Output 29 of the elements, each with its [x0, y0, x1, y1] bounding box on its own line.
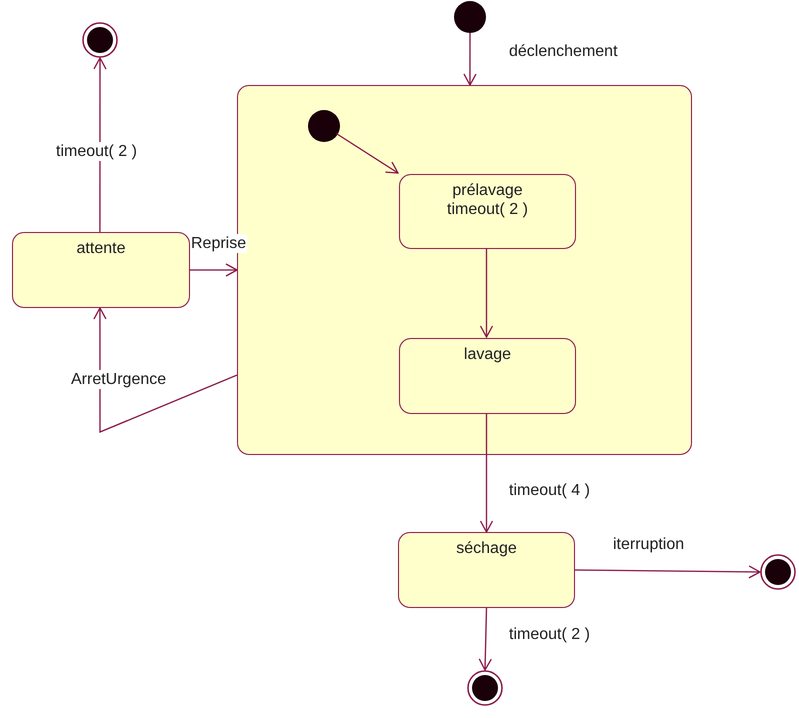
- transition-arrow: [480, 248, 494, 338]
- state-label: séchage: [455, 539, 518, 558]
- transition-arrow: [190, 263, 238, 277]
- transition-arrow: [463, 33, 477, 86]
- state-label: lavage: [462, 345, 512, 364]
- state-box: [398, 532, 575, 608]
- edge-label: iterruption: [612, 535, 686, 554]
- initial-state-dot: [454, 1, 486, 33]
- edge-label: timeout( 4 ): [508, 481, 591, 500]
- state-label: timeout( 2 ): [446, 200, 529, 219]
- transition-arrow: [480, 413, 494, 533]
- edge-label: timeout( 2 ): [508, 625, 591, 644]
- state-box: [12, 232, 190, 308]
- transition-arrow: [478, 608, 492, 671]
- edge-label: timeout( 2 ): [55, 142, 138, 161]
- final-state-circle: [760, 554, 796, 590]
- state-label: attente: [76, 239, 126, 258]
- final-state-circle: [82, 22, 118, 58]
- state-box: [399, 338, 576, 414]
- initial-state-dot: [308, 110, 340, 142]
- transition-arrow: [93, 57, 107, 232]
- transition-arrow: [336, 133, 399, 174]
- transition-arrow: [575, 565, 761, 579]
- state-box: [399, 174, 576, 249]
- state-label: prélavage: [451, 181, 524, 200]
- edge-label: ArretUrgence: [70, 370, 168, 389]
- final-state-circle: [467, 670, 503, 706]
- edge-label: Reprise: [190, 234, 248, 253]
- transition-arrow: [93, 307, 238, 433]
